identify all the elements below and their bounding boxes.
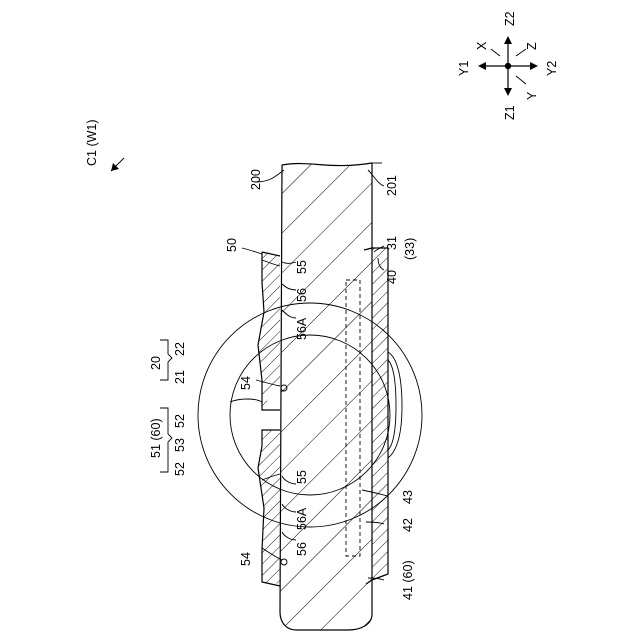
label-50: 50 bbox=[225, 238, 239, 252]
label-41-60: 41 (60) bbox=[401, 560, 415, 600]
label-52-a: 52 bbox=[173, 414, 187, 428]
label-56A-upper: 56A bbox=[295, 317, 309, 340]
label-53: 53 bbox=[173, 438, 187, 452]
label-55-upper: 55 bbox=[295, 260, 309, 274]
conductor-50-upper bbox=[258, 252, 280, 410]
label-56-upper: 56 bbox=[295, 288, 309, 302]
axis-label-y1: Y1 bbox=[457, 61, 471, 76]
circuit-board bbox=[270, 150, 382, 640]
label-43: 43 bbox=[401, 490, 415, 504]
label-201: 201 bbox=[385, 175, 399, 196]
label-56-lower: 56 bbox=[295, 542, 309, 556]
label-200: 200 bbox=[249, 169, 263, 190]
axis-label-x: X bbox=[475, 41, 489, 50]
axis-label-y: Y bbox=[525, 91, 539, 100]
label-42: 42 bbox=[401, 518, 415, 532]
label-52-b: 52 bbox=[173, 462, 187, 476]
label-33: (33) bbox=[403, 238, 417, 260]
label-54-upper: 54 bbox=[239, 376, 253, 390]
label-51-60: 51 (60) bbox=[149, 418, 163, 458]
axis-label-y2: Y2 bbox=[545, 61, 559, 76]
axis-label-z: Z bbox=[525, 42, 539, 50]
axis-label-z2: Z2 bbox=[503, 11, 517, 26]
axis-label-z1: Z1 bbox=[503, 105, 517, 120]
bump-42 bbox=[388, 352, 402, 458]
label-22: 22 bbox=[173, 342, 187, 356]
view-label: C1 (W1) bbox=[85, 119, 99, 166]
label-31: 31 bbox=[385, 236, 399, 250]
label-54-lower: 54 bbox=[239, 552, 253, 566]
label-55-lower: 55 bbox=[295, 470, 309, 484]
label-21: 21 bbox=[173, 370, 187, 384]
label-20: 20 bbox=[149, 356, 163, 370]
view-direction-arrow bbox=[111, 158, 124, 171]
label-56A-lower: 56A bbox=[295, 507, 309, 530]
label-40: 40 bbox=[385, 270, 399, 284]
conductor-50-lower bbox=[258, 430, 280, 586]
